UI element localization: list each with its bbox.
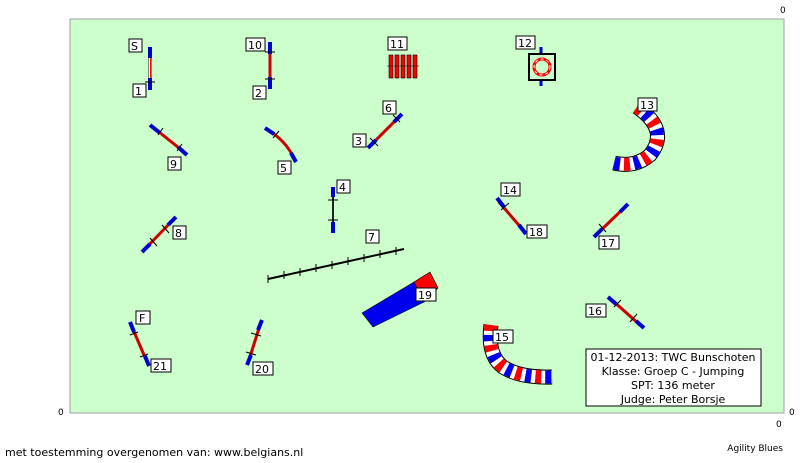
info-line-3: SPT: 136 meter xyxy=(631,379,715,392)
label-13: 13 xyxy=(640,99,654,112)
corner-top-right: 0 xyxy=(780,6,786,16)
obstacle-11 xyxy=(387,54,419,79)
corner-bottom-right-outer: 0 xyxy=(789,408,795,418)
label-15: 15 xyxy=(495,331,509,344)
label-6: 6 xyxy=(385,102,392,115)
jump-8 xyxy=(140,215,178,254)
label-3: 3 xyxy=(355,135,362,148)
jump-21 xyxy=(128,321,151,367)
label-14: 14 xyxy=(503,184,517,197)
label-17: 17 xyxy=(601,237,615,250)
course-info-box: 01-12-2013: TWC Bunschoten Klasse: Groep… xyxy=(585,348,762,407)
corner-bottom-right-inner: 0 xyxy=(776,420,782,430)
label-16: 16 xyxy=(588,305,602,318)
obstacle-12-tyre xyxy=(528,47,556,86)
obstacle-7 xyxy=(267,247,405,283)
label-19: 19 xyxy=(418,289,432,302)
label-1: 1 xyxy=(135,85,142,98)
label-18: 18 xyxy=(529,226,543,239)
jump-16 xyxy=(606,295,646,330)
info-line-1: 01-12-2013: TWC Bunschoten xyxy=(591,351,756,364)
info-line-4: Judge: Peter Borsje xyxy=(620,393,726,406)
label-5: 5 xyxy=(280,162,287,175)
jump-2 xyxy=(265,42,275,89)
label-12: 12 xyxy=(518,37,532,50)
jump-14 xyxy=(495,196,528,236)
jump-3 xyxy=(366,112,404,150)
info-line-2: Klasse: Groep C - Jumping xyxy=(602,365,745,378)
label-7: 7 xyxy=(368,231,375,244)
label-2: 2 xyxy=(255,87,262,100)
jump-4 xyxy=(328,187,338,233)
label-10: 10 xyxy=(248,39,262,52)
credit-text: met toestemming overgenomen van: www.bel… xyxy=(5,446,303,459)
label-finish: F xyxy=(139,312,145,325)
label-start: S xyxy=(131,40,138,53)
label-11: 11 xyxy=(390,38,404,51)
jump-5 xyxy=(263,126,298,163)
label-20: 20 xyxy=(255,363,269,376)
label-4: 4 xyxy=(339,181,346,194)
label-9: 9 xyxy=(170,158,177,171)
corner-bottom-left: 0 xyxy=(58,408,64,418)
jump-17 xyxy=(592,202,630,239)
jump-9 xyxy=(148,123,189,157)
tunnel-13 xyxy=(612,100,665,172)
jump-1 xyxy=(145,47,155,90)
brand-text: Agility Blues xyxy=(727,444,783,454)
tunnel-15 xyxy=(482,324,553,385)
label-8: 8 xyxy=(175,227,182,240)
jump-20 xyxy=(245,319,264,366)
field xyxy=(69,18,785,414)
label-21: 21 xyxy=(153,360,167,373)
